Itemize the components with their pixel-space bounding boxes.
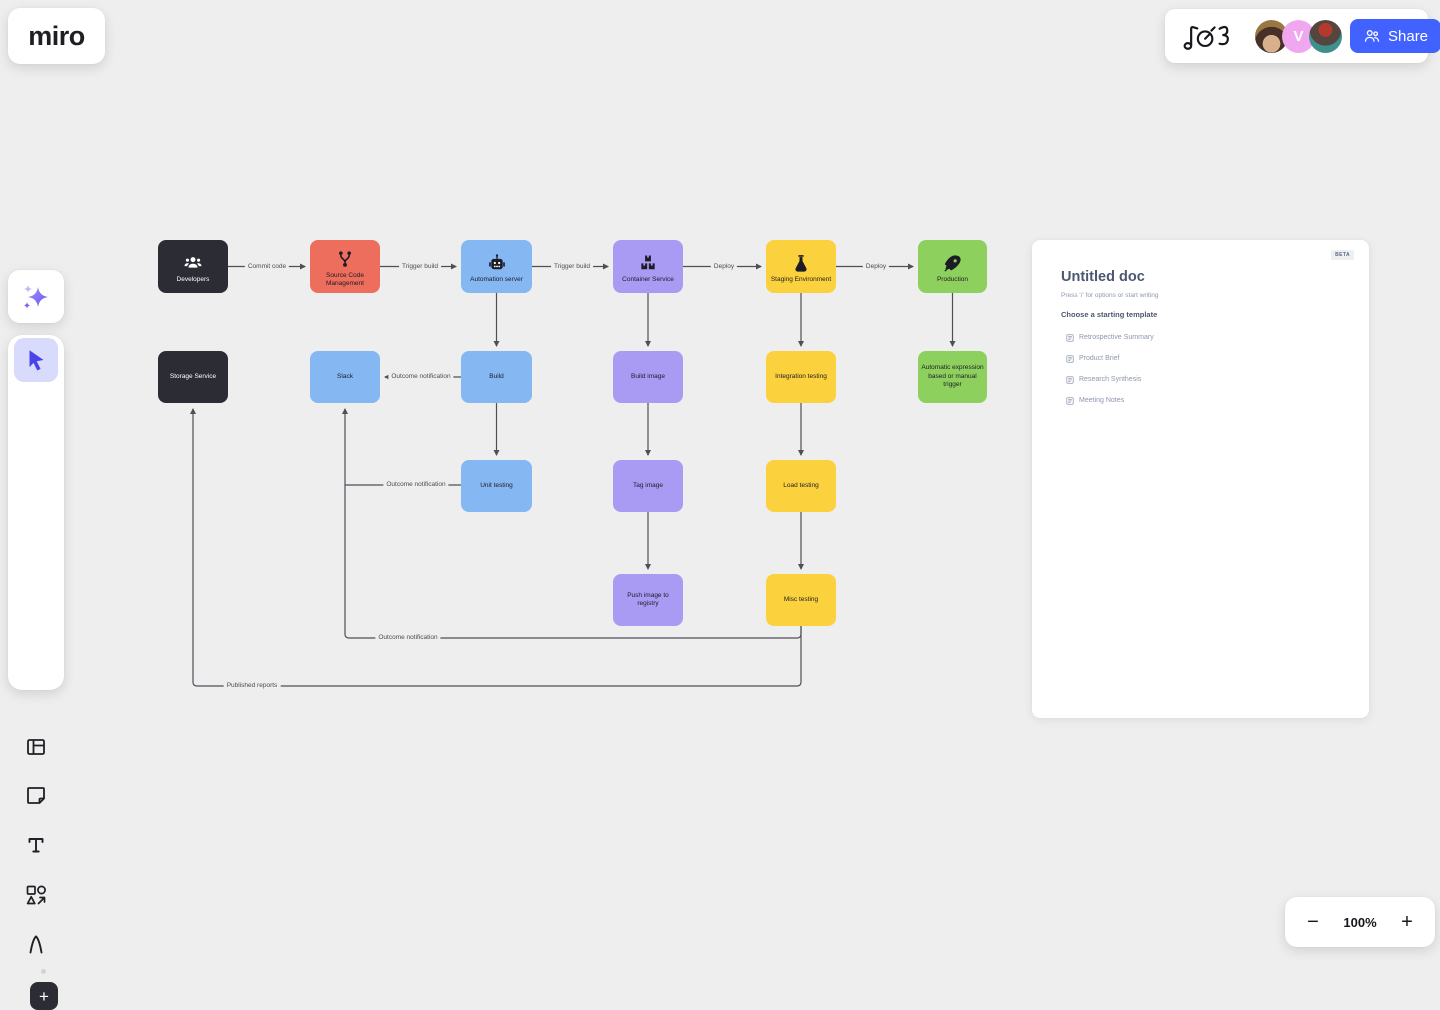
node-label: Integration testing xyxy=(775,372,827,380)
robot-icon xyxy=(487,253,507,273)
template-option-label: Retrospective Summary xyxy=(1079,334,1154,341)
template-option-label: Meeting Notes xyxy=(1079,397,1125,404)
connector-label[interactable]: Outcome notification xyxy=(375,633,441,643)
template-option-label: Research Synthesis xyxy=(1079,376,1142,383)
share-label: Share xyxy=(1388,27,1429,45)
diagram-node-container-service[interactable]: Container Service xyxy=(613,240,683,293)
connector-label[interactable]: Published reports xyxy=(223,681,281,691)
diagram-node-misc-testing[interactable]: Misc testing xyxy=(766,574,836,626)
template-option-research-synthesis[interactable]: Research Synthesis xyxy=(1066,369,1154,390)
text-tool-icon[interactable] xyxy=(24,833,48,857)
node-label: Build image xyxy=(631,372,665,380)
plus-icon: + xyxy=(39,986,49,1006)
diagram-node-automation-server[interactable]: Automation server xyxy=(461,240,532,293)
node-label: Misc testing xyxy=(783,595,819,603)
node-label: Slack xyxy=(337,372,353,380)
doc-panel[interactable]: BETA Untitled doc Press '/' for options … xyxy=(1032,240,1369,718)
rocket-icon xyxy=(943,253,963,273)
diagram-node-storage-service[interactable]: Storage Service xyxy=(158,351,228,403)
templates-icon[interactable] xyxy=(24,735,48,759)
template-option-meeting-notes[interactable]: Meeting Notes xyxy=(1066,390,1154,411)
diagram-node-push-image-to-registry[interactable]: Push image to registry xyxy=(613,574,683,626)
people-icon xyxy=(183,253,203,273)
diagram-node-build-image[interactable]: Build image xyxy=(613,351,683,403)
node-label: Production xyxy=(936,275,969,283)
node-label: Push image to registry xyxy=(627,591,669,607)
music-timer-doodle-icon xyxy=(1183,25,1229,50)
diagram-node-source-code-management[interactable]: Source Code Management xyxy=(310,240,380,293)
diagram-connectors xyxy=(190,263,956,687)
select-tool[interactable] xyxy=(14,338,58,382)
diagram-node-integration-testing[interactable]: Integration testing xyxy=(766,351,836,403)
collaborator-avatar-photo-2[interactable] xyxy=(1309,19,1342,53)
collaborator-avatars: V xyxy=(1255,19,1342,53)
share-people-icon xyxy=(1364,30,1380,42)
zoom-out-button[interactable]: − xyxy=(1301,910,1325,934)
diagram-node-tag-image[interactable]: Tag image xyxy=(613,460,683,512)
node-label: Container Service xyxy=(622,275,674,283)
connector-label[interactable]: Outcome notification xyxy=(388,372,454,382)
node-label: Developers xyxy=(176,275,210,283)
flask-icon xyxy=(791,253,811,273)
pen-tool-icon[interactable] xyxy=(24,932,48,956)
doc-templates-heading: Choose a starting template xyxy=(1061,310,1158,319)
diagram-node-slack[interactable]: Slack xyxy=(310,351,380,403)
connector-label[interactable]: Deploy xyxy=(862,261,890,272)
doc-title[interactable]: Untitled doc xyxy=(1061,269,1145,285)
beta-badge: BETA xyxy=(1331,250,1354,260)
ai-assist-tool[interactable] xyxy=(8,270,64,323)
diagram-node-load-testing[interactable]: Load testing xyxy=(766,460,836,512)
tools-toolbar: + xyxy=(8,335,64,1010)
zoom-level[interactable]: 100% xyxy=(1343,914,1377,930)
document-icon xyxy=(1066,333,1074,342)
connector-label[interactable]: Trigger build xyxy=(551,261,593,272)
connector-label[interactable]: Trigger build xyxy=(399,261,441,272)
connector-label[interactable]: Outcome notification xyxy=(383,480,449,490)
document-icon xyxy=(1066,375,1074,384)
document-icon xyxy=(1066,354,1074,363)
connector-label[interactable]: Commit code xyxy=(244,261,290,272)
zoom-control: − 100% + xyxy=(1285,897,1435,947)
toolbar-divider-dot xyxy=(41,969,46,974)
node-label: Build xyxy=(489,372,504,380)
node-label: Tag image xyxy=(633,481,663,489)
miro-wordmark: miro xyxy=(28,20,85,51)
shapes-icon[interactable] xyxy=(24,883,48,907)
node-label: Staging Environment xyxy=(770,275,832,283)
node-label: Storage Service xyxy=(169,372,217,380)
diagram-node-build[interactable]: Build xyxy=(461,351,532,403)
connector[interactable] xyxy=(190,408,802,687)
share-button[interactable]: Share xyxy=(1350,19,1440,53)
containers-icon xyxy=(638,253,658,273)
template-option-product-brief[interactable]: Product Brief xyxy=(1066,348,1154,369)
topbar: V Share xyxy=(1165,9,1440,63)
node-label: Automation server xyxy=(470,275,523,283)
node-label: Automatic expression based or manual tri… xyxy=(921,364,984,389)
template-option-label: Product Brief xyxy=(1079,355,1120,362)
document-icon xyxy=(1066,396,1074,405)
diagram-node-staging-environment[interactable]: Staging Environment xyxy=(766,240,836,293)
node-label: Load testing xyxy=(783,481,819,489)
git-branch-icon xyxy=(335,249,355,269)
diagram-node-automatic-trigger[interactable]: Automatic expression based or manual tri… xyxy=(918,351,987,403)
cursor-icon xyxy=(29,350,44,371)
diagram-node-developers[interactable]: Developers xyxy=(158,240,228,293)
ai-sparkles-icon xyxy=(23,284,48,309)
add-tool-button[interactable]: + xyxy=(30,982,58,1010)
template-option-retrospective-summary[interactable]: Retrospective Summary xyxy=(1066,327,1154,348)
node-label: Source Code Management xyxy=(326,271,364,287)
miro-logo[interactable]: miro xyxy=(8,8,105,64)
diagram-node-production[interactable]: Production xyxy=(918,240,987,293)
zoom-in-button[interactable]: + xyxy=(1395,910,1419,934)
node-label: Unit testing xyxy=(480,481,513,489)
sticky-note-icon[interactable] xyxy=(24,784,48,808)
connector-label[interactable]: Deploy xyxy=(710,261,738,272)
diagram-node-unit-testing[interactable]: Unit testing xyxy=(461,460,532,512)
doc-placeholder: Press '/' for options or start writing xyxy=(1061,292,1159,299)
connector[interactable] xyxy=(342,408,802,639)
